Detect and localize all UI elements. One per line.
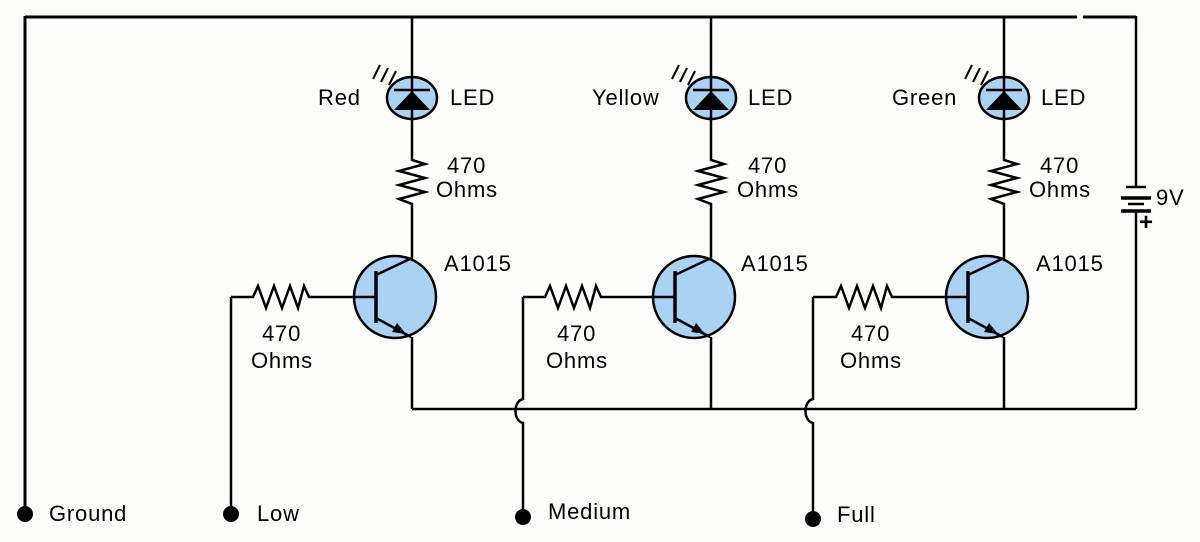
transistor-symbol-1 xyxy=(352,254,438,340)
transistor-symbol-2 xyxy=(651,254,737,340)
transistor-label-1: A1015 xyxy=(444,251,512,276)
led-icon-green xyxy=(963,63,1031,121)
branch-yellow xyxy=(523,17,738,409)
base-resistor-value-2: 470 xyxy=(557,321,597,346)
terminal-dot-ground xyxy=(17,506,33,522)
base-resistor-3 xyxy=(813,282,968,313)
wire-led-column-1 xyxy=(394,17,430,260)
transistor-symbol-3 xyxy=(944,254,1030,340)
base-resistor-value-1: 470 xyxy=(262,321,302,346)
battery-plus-label: + xyxy=(1139,209,1154,236)
terminal-dot-low xyxy=(223,506,239,522)
terminal-dot-medium xyxy=(515,509,531,525)
base-resistor-unit-1: Ohms xyxy=(251,348,313,373)
led-resistor-unit-2: Ohms xyxy=(737,177,799,202)
branch-red xyxy=(231,17,439,409)
led-resistor-value-1: 470 xyxy=(447,153,487,178)
terminal-dot-full xyxy=(805,511,821,527)
led-icon-red xyxy=(371,63,439,121)
battery-symbol xyxy=(1121,16,1151,409)
wire-led-column-2 xyxy=(693,17,729,260)
base-resistor-1 xyxy=(231,282,376,313)
led-label-2: LED xyxy=(748,85,794,110)
base-resistor-unit-3: Ohms xyxy=(840,348,902,373)
terminal-label-full: Full xyxy=(837,502,876,527)
transistor-label-3: A1015 xyxy=(1036,251,1104,276)
led-color-label-2: Yellow xyxy=(592,85,660,110)
terminal-label-medium: Medium xyxy=(548,499,632,524)
wire-led-column-3 xyxy=(986,17,1022,260)
led-resistor-unit-3: Ohms xyxy=(1029,177,1091,202)
led-label-1: LED xyxy=(450,85,496,110)
terminal-label-low: Low xyxy=(257,501,300,526)
led-label-3: LED xyxy=(1041,85,1087,110)
base-resistor-value-3: 470 xyxy=(851,321,891,346)
led-resistor-unit-1: Ohms xyxy=(436,177,498,202)
battery-voltage-label: 9V xyxy=(1156,185,1185,210)
led-resistor-value-2: 470 xyxy=(748,153,788,178)
led-color-label-3: Green xyxy=(892,85,958,110)
base-resistor-2 xyxy=(523,282,675,313)
led-icon-yellow xyxy=(670,63,738,121)
wire-full-line xyxy=(804,297,815,511)
wire-medium-line xyxy=(514,297,525,509)
branch-green xyxy=(813,17,1031,409)
led-color-label-1: Red xyxy=(318,85,361,110)
led-resistor-value-3: 470 xyxy=(1040,153,1080,178)
base-resistor-unit-2: Ohms xyxy=(546,348,608,373)
terminal-label-ground: Ground xyxy=(49,501,128,526)
transistor-label-2: A1015 xyxy=(741,251,809,276)
